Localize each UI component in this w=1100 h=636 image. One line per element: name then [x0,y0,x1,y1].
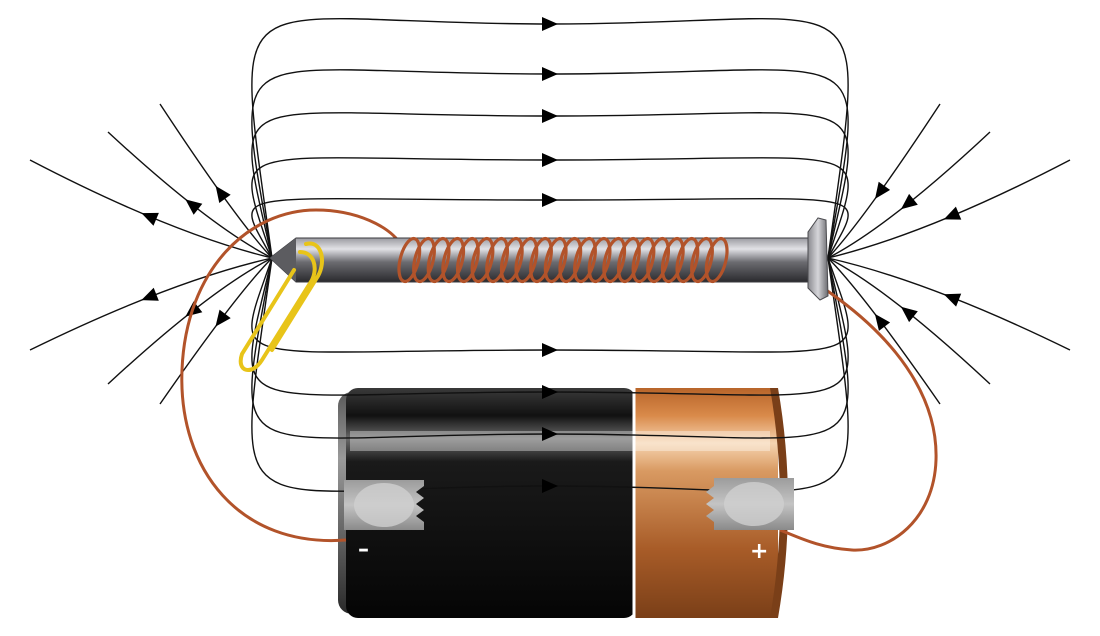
coil-turn [646,236,671,284]
coil-turn [397,236,422,284]
field-arrow-left-2 [185,199,203,215]
nail-head [807,217,829,301]
coil-turn [573,236,597,284]
field-arrow-right-6 [874,313,891,331]
coil-turn [441,236,466,284]
battery-positive-label: + [750,539,768,564]
coil-turn [485,236,510,284]
coil-turn [558,236,583,284]
field-line-left-5 [107,257,273,385]
coil-turn [426,236,451,284]
field-arrow-top-5 [542,193,558,207]
field-arrow-left-1 [141,212,159,226]
battery-copper-end [770,388,788,618]
field-arrow-bottom-1 [542,343,558,357]
field-arrow-top-4 [542,153,558,167]
coil-turn [499,236,524,284]
coil-turn [529,236,553,284]
field-arrow-right-5 [900,306,918,323]
battery-dark-body [346,388,636,618]
field-line-right-5 [827,257,991,385]
field-line-right-1 [827,159,1071,259]
field-line-right-4 [827,257,1071,351]
field-arrow-bottom-2 [542,385,558,399]
field-arrow-top-3 [542,109,558,123]
field-line-left-4 [29,257,273,351]
wire-negative [180,208,404,543]
field-arrow-left-3 [215,185,231,203]
coil-turn [602,236,627,284]
nail-point [270,238,296,282]
paperclip [238,241,324,372]
coil-turn [543,236,568,284]
field-arrow-right-4 [943,293,962,307]
coil-turn [455,236,480,284]
field-arrow-right-1 [943,206,962,220]
field-arrow-right-3 [875,181,891,199]
paperclip-outer [238,250,317,372]
coil-turn [587,236,612,284]
coil-turn [690,236,714,284]
battery: – + [338,388,788,618]
field-arrow-top-1 [542,17,558,31]
coil-turn [470,236,495,284]
copper-coil [397,236,729,284]
tape-positive [706,478,794,530]
field-arrow-bottom-4 [542,479,558,493]
battery-negative-label: – [358,537,369,562]
coil-turn [704,236,729,284]
coil-turn [660,236,685,284]
tape-negative [344,480,424,530]
field-line-right-3 [827,103,941,259]
field-line-right-6 [827,257,941,405]
magnetic-field-lines [29,17,1071,493]
coil-turn [675,236,700,284]
field-arrow-left-6 [215,309,231,327]
field-arrow-bottom-3 [542,427,558,441]
coil-turn [412,236,436,284]
field-arrow-left-4 [141,287,159,301]
field-line-left-2 [107,131,273,259]
field-arrow-top-2 [542,67,558,81]
coil-turn [514,236,539,284]
field-line-left-1 [29,159,273,259]
field-arrow-right-2 [900,193,918,210]
field-line-left-6 [159,257,273,405]
coil-turn [616,236,641,284]
field-line-top-2 [251,69,849,259]
field-line-top-1 [251,17,849,259]
field-line-top-3 [251,112,849,259]
field-line-right-2 [827,131,991,259]
coil-turn [631,236,656,284]
paperclip-inner [270,241,324,352]
field-line-left-3 [159,103,273,259]
